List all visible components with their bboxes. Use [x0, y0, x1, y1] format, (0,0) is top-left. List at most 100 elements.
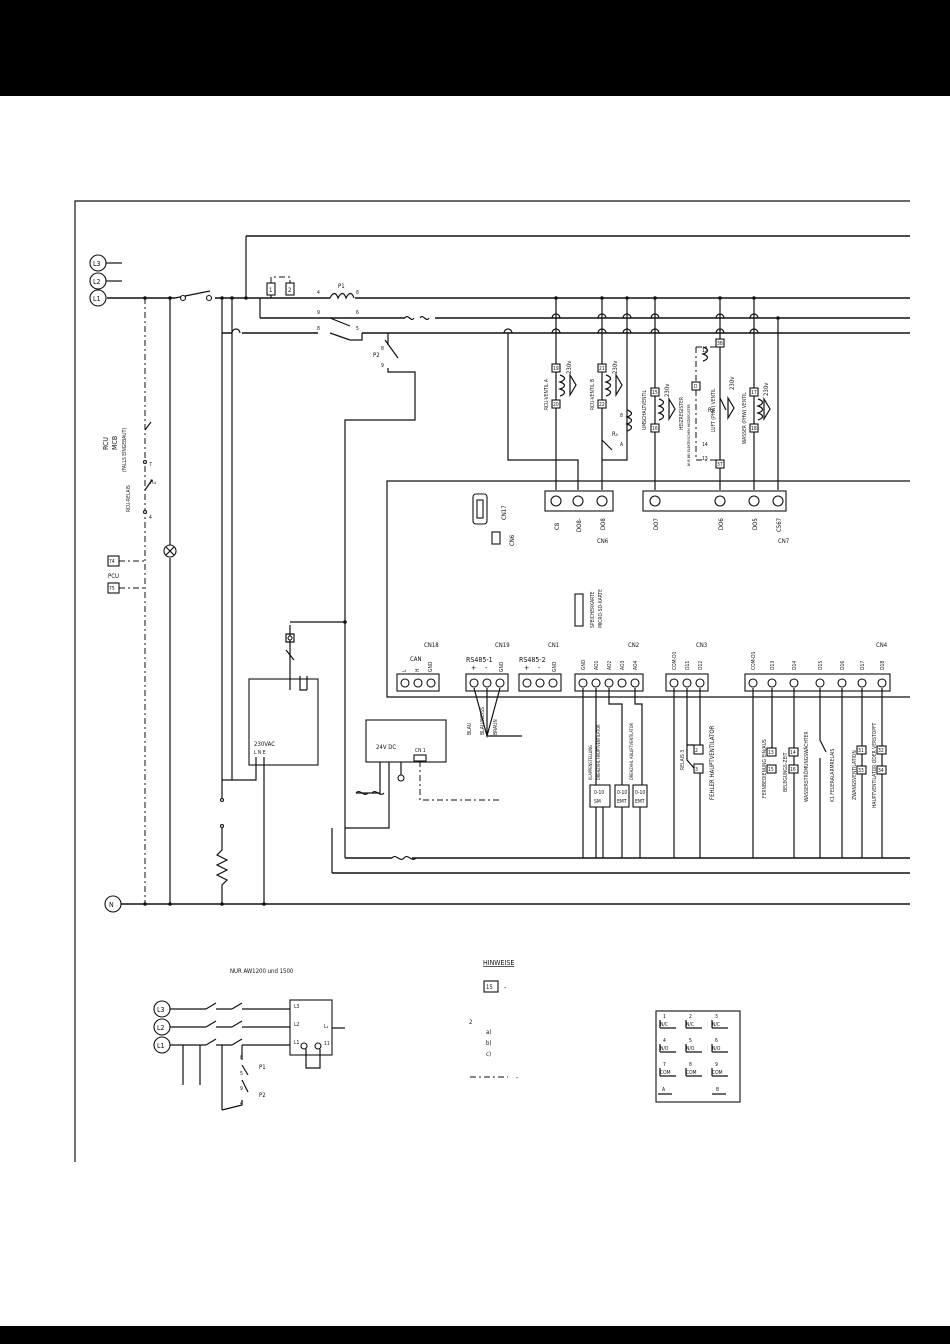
relay-map-type: N/O	[660, 1046, 669, 1052]
r4-label: R₄	[150, 479, 156, 486]
hinweise-b: b)	[486, 1040, 492, 1047]
cn2-pin-4: AO3	[620, 660, 626, 670]
inset-p2: P2	[259, 1092, 266, 1099]
relay-map-contact	[711, 1068, 728, 1077]
fehler-label: FEHLER HAUPTVENTILATOR	[709, 725, 716, 800]
relay-map-num: 7	[663, 1062, 666, 1068]
cn1-label: CN1	[548, 642, 559, 649]
relay-map-type: N/O	[686, 1046, 695, 1052]
cn18-pin-l: L	[402, 669, 408, 672]
relay-map-num: 8	[689, 1062, 692, 1068]
resistor-icon	[215, 780, 229, 904]
relay-map-num: 3	[715, 1014, 718, 1020]
psu-230-label: 230VAC	[254, 741, 275, 748]
relay-map-type: N/C	[660, 1022, 668, 1028]
m3-a: 0-10	[635, 790, 645, 796]
cn19: CN19 RS485-1	[465, 642, 510, 692]
p1-c8b: 8	[317, 326, 320, 332]
p1-label: P1	[338, 283, 345, 290]
rcu-relais-label: RCU-RELAIS	[126, 485, 132, 512]
cn2-pin-5: AO4	[633, 660, 639, 670]
cn4-label-3: WASSERSTRÖMUNGSWÄCHTER	[803, 732, 810, 802]
relay-map-num: 6	[715, 1038, 718, 1044]
inset-c8: 8	[240, 1055, 243, 1061]
inset-c4: 4	[240, 1101, 243, 1107]
valve-b-t2: 22	[599, 402, 605, 408]
cn3-pin-3: D12	[698, 661, 704, 670]
cn4-pin-2: D13	[770, 661, 776, 670]
cn3-pin-1: COM-D1	[672, 651, 678, 670]
controller-board	[386, 480, 910, 698]
inset-b-l2: L2	[294, 1022, 300, 1028]
hinweise-terminal	[483, 980, 499, 993]
cn19-label: CN19	[495, 642, 510, 649]
inset-l3: L3	[153, 1000, 171, 1018]
relay-map-contact	[659, 1044, 676, 1053]
relay-map-num: 1	[663, 1014, 666, 1020]
psu-230vac	[248, 678, 319, 766]
cn18-pin-h: H	[415, 669, 421, 672]
cn2-label-c: DREHZAHL ABLUFTVENTILATOR	[629, 722, 634, 780]
inset-c5: 5	[240, 1071, 243, 1077]
sd-label-1: SPEICHERKARTE	[590, 591, 596, 628]
heiz-t3: 37	[717, 462, 723, 468]
r5-label: R₅	[612, 431, 618, 438]
cn1: CN1 RS485-2	[518, 642, 562, 692]
cable-blauweiss: BLAU/WEISS	[480, 707, 486, 735]
cn2-label-b: DREHZAHL HAUPTVENTILATOR	[596, 724, 601, 780]
valve-w-t1: 17	[751, 390, 757, 396]
relay-map-contact	[659, 1068, 676, 1077]
hinweise-dash-2: -	[516, 1074, 518, 1082]
cn3: CN3	[665, 642, 709, 692]
relay-map-contact	[711, 1044, 728, 1053]
inset-b-n1: L₁	[324, 1024, 329, 1030]
valve-rcu-b: 21 22 R₅ 8 A	[597, 363, 633, 451]
cn4-label: CN4	[876, 642, 888, 649]
contact-4-label: 4	[149, 515, 152, 521]
cn2-pin-2: AO1	[594, 660, 600, 670]
phase-n-label: N	[109, 901, 114, 909]
terminal-74-label: 74	[109, 559, 115, 565]
cn2-label-a: KLAPPENSTELLUNG	[588, 745, 593, 780]
p1-c5: 5	[356, 326, 359, 332]
cn1-pin-gnd: GND	[552, 661, 558, 672]
psu-lne-label: L N E	[254, 750, 266, 756]
cn4-t32: 32	[878, 748, 884, 754]
valve-a-t1: 19	[553, 366, 559, 372]
m2-a: 0-10	[617, 790, 627, 796]
cn16-label: CN6	[509, 534, 516, 546]
cn4: CN4	[744, 642, 891, 692]
cn4-t14: 14	[790, 750, 796, 756]
bottom-black-bar	[0, 1326, 950, 1344]
hinweise-15: 15	[486, 984, 493, 991]
cn7-pin-3: DO5	[752, 518, 759, 530]
valve-u-t2: 16	[652, 426, 658, 432]
cn18-sub: CAN	[410, 656, 422, 663]
psu-24-label: 24V DC	[376, 744, 396, 751]
cable-braun: BRAUN	[493, 719, 499, 735]
cn4-t31: 31	[858, 748, 864, 754]
sd-card-icon	[574, 593, 584, 627]
phase-l1-label: L1	[93, 295, 101, 303]
cn18-pin-gnd: GND	[428, 661, 434, 672]
diagram-frame	[74, 200, 910, 1162]
heiz-note: NUR BEI ELEKTRISCHEM HEIZREGISTER	[687, 403, 691, 466]
cn2: CN2	[574, 642, 644, 692]
inset-l3-label: L3	[157, 1006, 165, 1014]
r5-ca: A	[620, 442, 624, 448]
cn7-pin-1: DO7	[653, 518, 660, 530]
rcu-label: RCU	[102, 437, 110, 450]
cn19-pin-minus: -	[485, 664, 487, 672]
hinweise-title: HINWEISE	[483, 959, 514, 967]
relais-3-label: RELAIS 3	[680, 750, 686, 770]
cn1-pin-minus: -	[538, 664, 540, 672]
relay-map-num: 4	[663, 1038, 666, 1044]
cn2-pin-3: AO2	[607, 660, 613, 670]
m3-emt: EMT	[635, 799, 645, 805]
ground-icon	[397, 774, 405, 782]
contact-7-label: 7	[149, 462, 152, 468]
valve-umschalt: 15 16	[650, 387, 676, 433]
falls-label: (FALLS EINGEBAUT)	[122, 428, 128, 472]
cn3-t2: 3	[695, 767, 698, 773]
relay-map-contact	[659, 1020, 676, 1029]
